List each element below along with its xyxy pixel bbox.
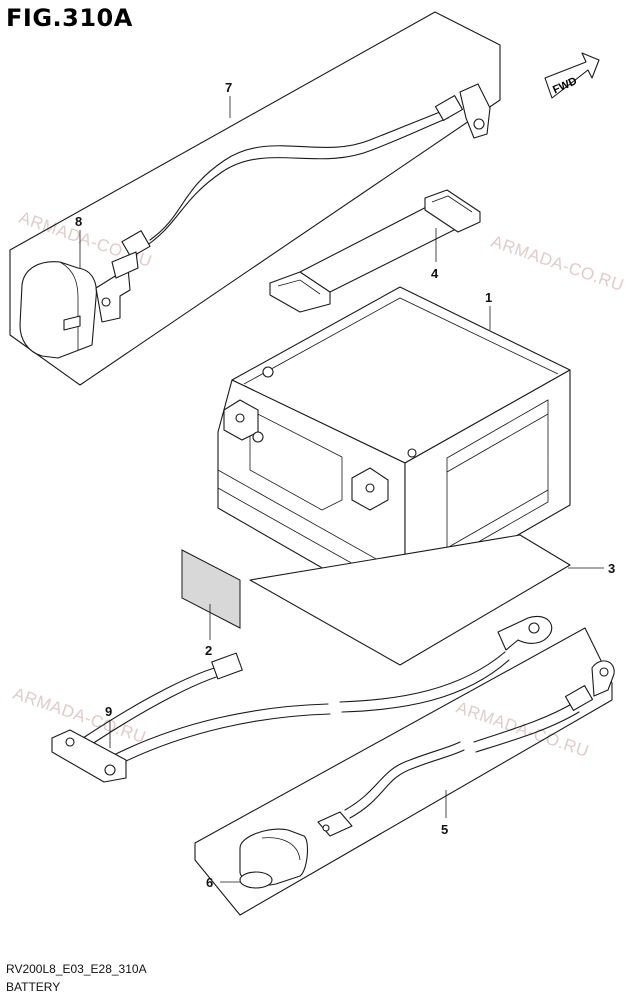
fwd-arrow-icon: FWD: [544, 52, 600, 99]
callout-9: 9: [105, 704, 112, 719]
watermark-2: ARMADA-CO.RU: [489, 232, 625, 295]
figure-code: RV200L8_E03_E28_310A: [6, 962, 147, 976]
part-5-cable: [317, 660, 615, 837]
figure-title: FIG.310A: [6, 4, 133, 32]
panel-upper: [9, 11, 501, 386]
part-6-boot: [239, 828, 309, 889]
part-7-cable: [121, 83, 491, 258]
part-3-mat: [249, 534, 571, 666]
figure-name: BATTERY: [6, 980, 61, 994]
part-1-battery: [217, 286, 571, 601]
part-4-band: [269, 189, 481, 313]
callout-4: 4: [431, 266, 439, 281]
callout-6: 6: [206, 875, 213, 890]
leader-lines: [79, 96, 604, 883]
callout-8: 8: [75, 214, 82, 229]
callout-1: 1: [485, 290, 492, 305]
callouts: 7 8 4 1 3 2 9 5 6: [75, 80, 615, 890]
part-9-harness: [51, 616, 553, 783]
callout-7: 7: [225, 80, 232, 95]
callout-3: 3: [608, 561, 615, 576]
part-2-pad: [181, 549, 241, 629]
callout-5: 5: [441, 822, 448, 837]
part-8-bracket: [95, 251, 139, 323]
panel-lower: [194, 627, 613, 916]
part-8-terminal-cover: [19, 261, 97, 359]
callout-2: 2: [205, 643, 212, 658]
